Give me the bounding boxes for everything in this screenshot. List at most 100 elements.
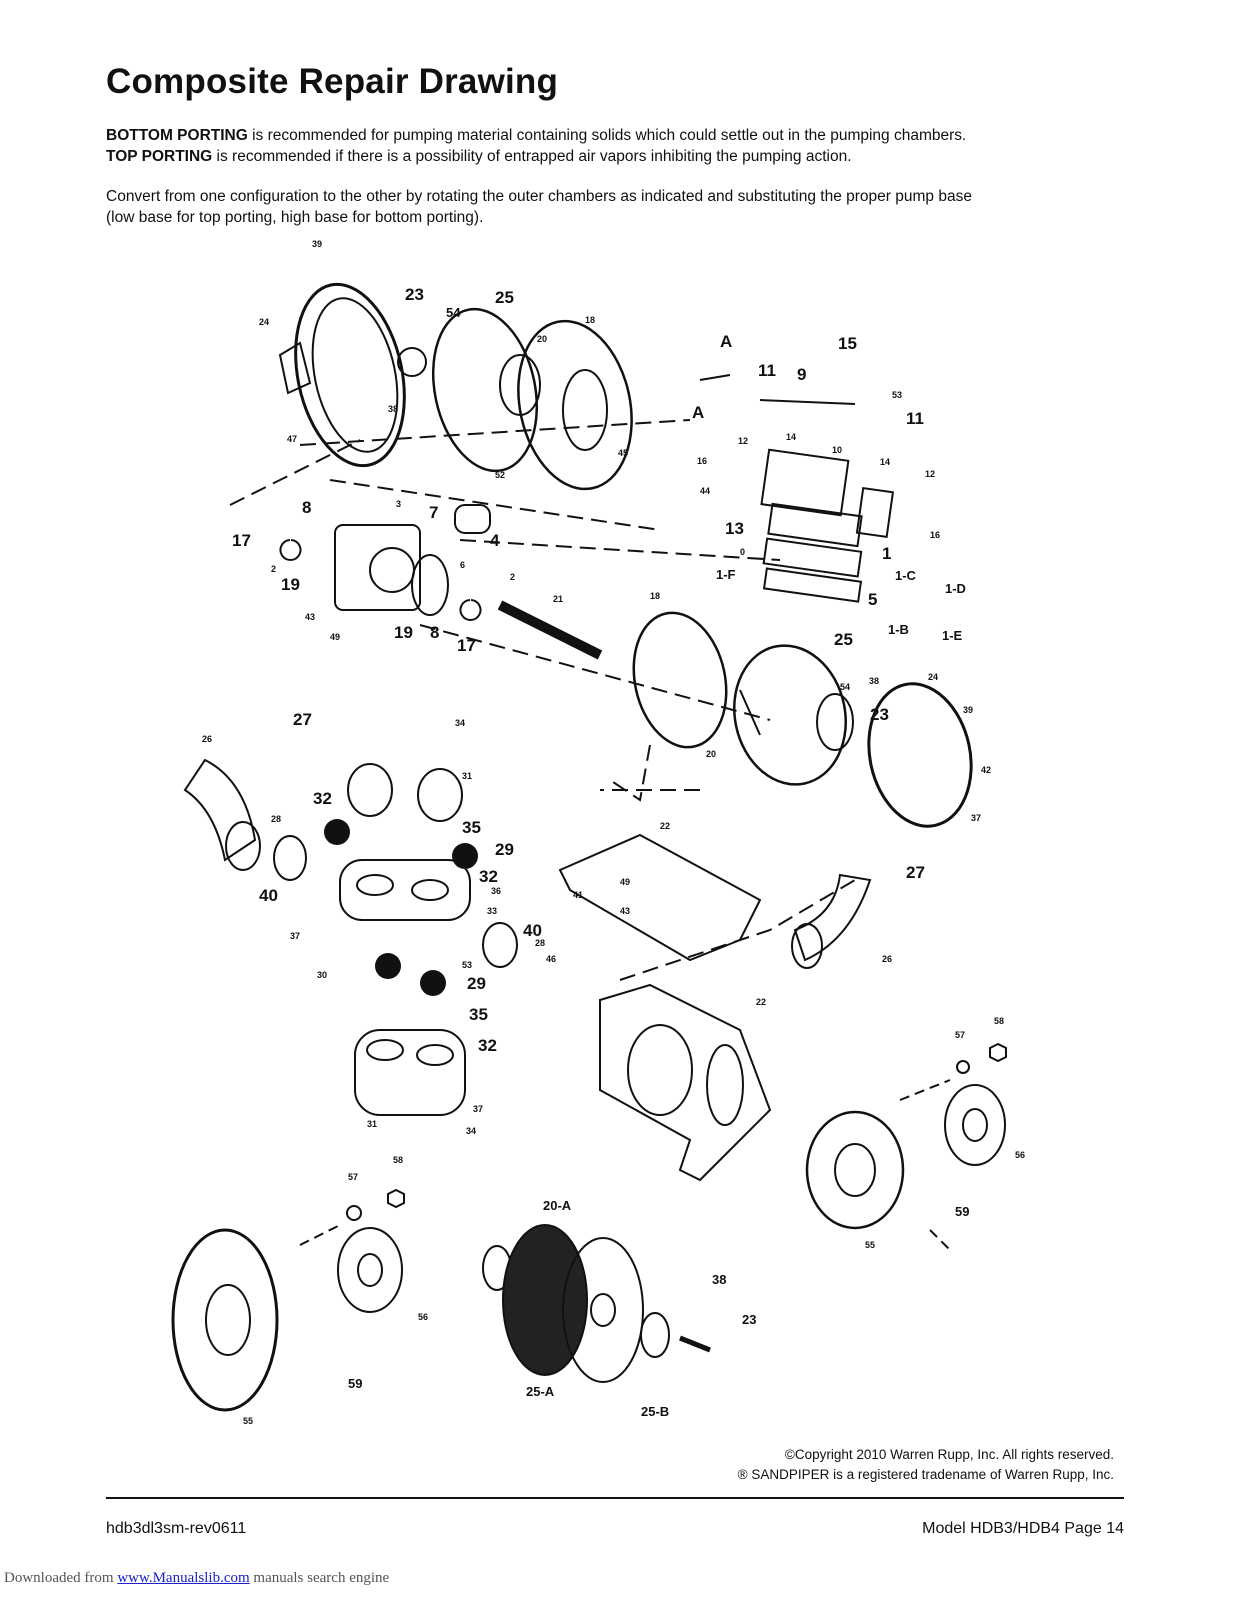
callout: 55 xyxy=(243,1416,253,1426)
callout: 1-F xyxy=(716,567,736,582)
callout: 53 xyxy=(462,960,472,970)
callout: 9 xyxy=(797,365,806,384)
callout: 34 xyxy=(455,718,465,728)
callout: 39 xyxy=(312,239,322,249)
callout: 53 xyxy=(892,390,902,400)
callout: 24 xyxy=(928,672,938,682)
callout: 56 xyxy=(1015,1150,1025,1160)
callout: 46 xyxy=(546,954,556,964)
callout: 56 xyxy=(418,1312,428,1322)
callout: 1 xyxy=(882,544,891,563)
callout: 28 xyxy=(271,814,281,824)
callout: 38 xyxy=(869,676,879,686)
callout: 11 xyxy=(906,409,924,428)
callout: 45 xyxy=(618,448,628,458)
callout: 25-B xyxy=(641,1404,669,1419)
callout: 57 xyxy=(348,1172,358,1182)
page-title: Composite Repair Drawing xyxy=(106,62,559,101)
callout: A xyxy=(692,403,704,422)
callout: 34 xyxy=(466,1126,476,1136)
callout: 31 xyxy=(367,1119,377,1129)
copyright-notice: ©Copyright 2010 Warren Rupp, Inc. All ri… xyxy=(738,1445,1114,1485)
callout: 12 xyxy=(738,436,748,446)
callout: 14 xyxy=(880,457,890,467)
callout: 10 xyxy=(832,445,842,455)
download-notice: Downloaded from www.Manualslib.com manua… xyxy=(4,1570,389,1587)
callout: 25-A xyxy=(526,1384,555,1399)
top-porting-label: TOP PORTING xyxy=(106,148,213,165)
callout: 43 xyxy=(305,612,315,622)
callout: 16 xyxy=(697,456,707,466)
callout: 32 xyxy=(478,1036,497,1055)
download-suffix: manuals search engine xyxy=(249,1570,390,1586)
download-prefix: Downloaded from xyxy=(4,1570,118,1586)
callout: 2 xyxy=(510,572,515,582)
callout: 38 xyxy=(388,404,398,414)
callout: 23 xyxy=(405,285,424,304)
callout: 8 xyxy=(302,498,311,517)
bottom-porting-label: BOTTOM PORTING xyxy=(106,127,248,144)
callout: 35 xyxy=(469,1005,488,1024)
callout: 29 xyxy=(467,974,486,993)
callout: 30 xyxy=(317,970,327,980)
callout-labels: 39 24 23 54 25 20 18 38 47 45 A A 11 9 1… xyxy=(202,239,1025,1426)
callout: 20-A xyxy=(543,1198,572,1213)
callout: 12 xyxy=(925,469,935,479)
callout: A xyxy=(720,332,732,351)
callout: 35 xyxy=(462,818,481,837)
callout: 23 xyxy=(870,705,889,724)
copyright-line: ©Copyright 2010 Warren Rupp, Inc. All ri… xyxy=(784,1447,1114,1462)
callout: 32 xyxy=(313,789,332,808)
callout: 44 xyxy=(700,486,710,496)
callout: 27 xyxy=(906,863,925,882)
callout: 40 xyxy=(523,921,542,940)
callout: 19 xyxy=(394,623,413,642)
callout: 31 xyxy=(462,771,472,781)
callout: 16 xyxy=(930,530,940,540)
footer-divider xyxy=(106,1497,1124,1499)
callout: 18 xyxy=(585,315,595,325)
callout: 3 xyxy=(396,499,401,509)
callout: 54 xyxy=(840,682,850,692)
exploded-repair-drawing: 39 24 23 54 25 20 18 38 47 45 A A 11 9 1… xyxy=(171,239,1025,1426)
callout: 37 xyxy=(971,813,981,823)
callout: 18 xyxy=(650,591,660,601)
callout: 41 xyxy=(573,890,583,900)
callout: 38 xyxy=(712,1272,726,1287)
callout: 54 xyxy=(446,305,461,320)
callout: 1-E xyxy=(942,628,963,643)
manualslib-link[interactable]: www.Manualslib.com xyxy=(117,1570,250,1586)
callout: 11 xyxy=(758,361,776,380)
model-page-number: Model HDB3/HDB4 Page 14 xyxy=(922,1520,1124,1537)
callout: 40 xyxy=(259,886,278,905)
convert-paragraph: Convert from one configuration to the ot… xyxy=(106,186,972,228)
callout: 37 xyxy=(473,1104,483,1114)
callout: 49 xyxy=(620,877,630,887)
callout: 58 xyxy=(994,1016,1004,1026)
convert-line-1: Convert from one configuration to the ot… xyxy=(106,188,972,205)
callout: 17 xyxy=(457,636,476,655)
callout: 19 xyxy=(281,575,300,594)
callout: 59 xyxy=(348,1376,362,1391)
document-id: hdb3dl3sm-rev0611 xyxy=(106,1520,247,1537)
callout: 29 xyxy=(495,840,514,859)
callout: 27 xyxy=(293,710,312,729)
callout: 47 xyxy=(287,434,297,444)
callout: 59 xyxy=(955,1204,969,1219)
callout: 0 xyxy=(740,547,745,557)
callout: 22 xyxy=(756,997,766,1007)
callout: 5 xyxy=(868,590,877,609)
callout: 55 xyxy=(865,1240,875,1250)
trademark-line: ® SANDPIPER is a registered tradename of… xyxy=(737,1467,1114,1482)
callout: 2 xyxy=(271,564,276,574)
callout: 36 xyxy=(491,886,501,896)
callout: 26 xyxy=(202,734,212,744)
callout: 1-B xyxy=(888,622,909,637)
callout: 57 xyxy=(955,1030,965,1040)
convert-line-2: (low base for top porting, high base for… xyxy=(106,209,484,226)
callout: 25 xyxy=(495,288,514,307)
callout: 24 xyxy=(259,317,269,327)
callout: 17 xyxy=(232,531,251,550)
callout: 23 xyxy=(742,1312,756,1327)
callout: 42 xyxy=(981,765,991,775)
